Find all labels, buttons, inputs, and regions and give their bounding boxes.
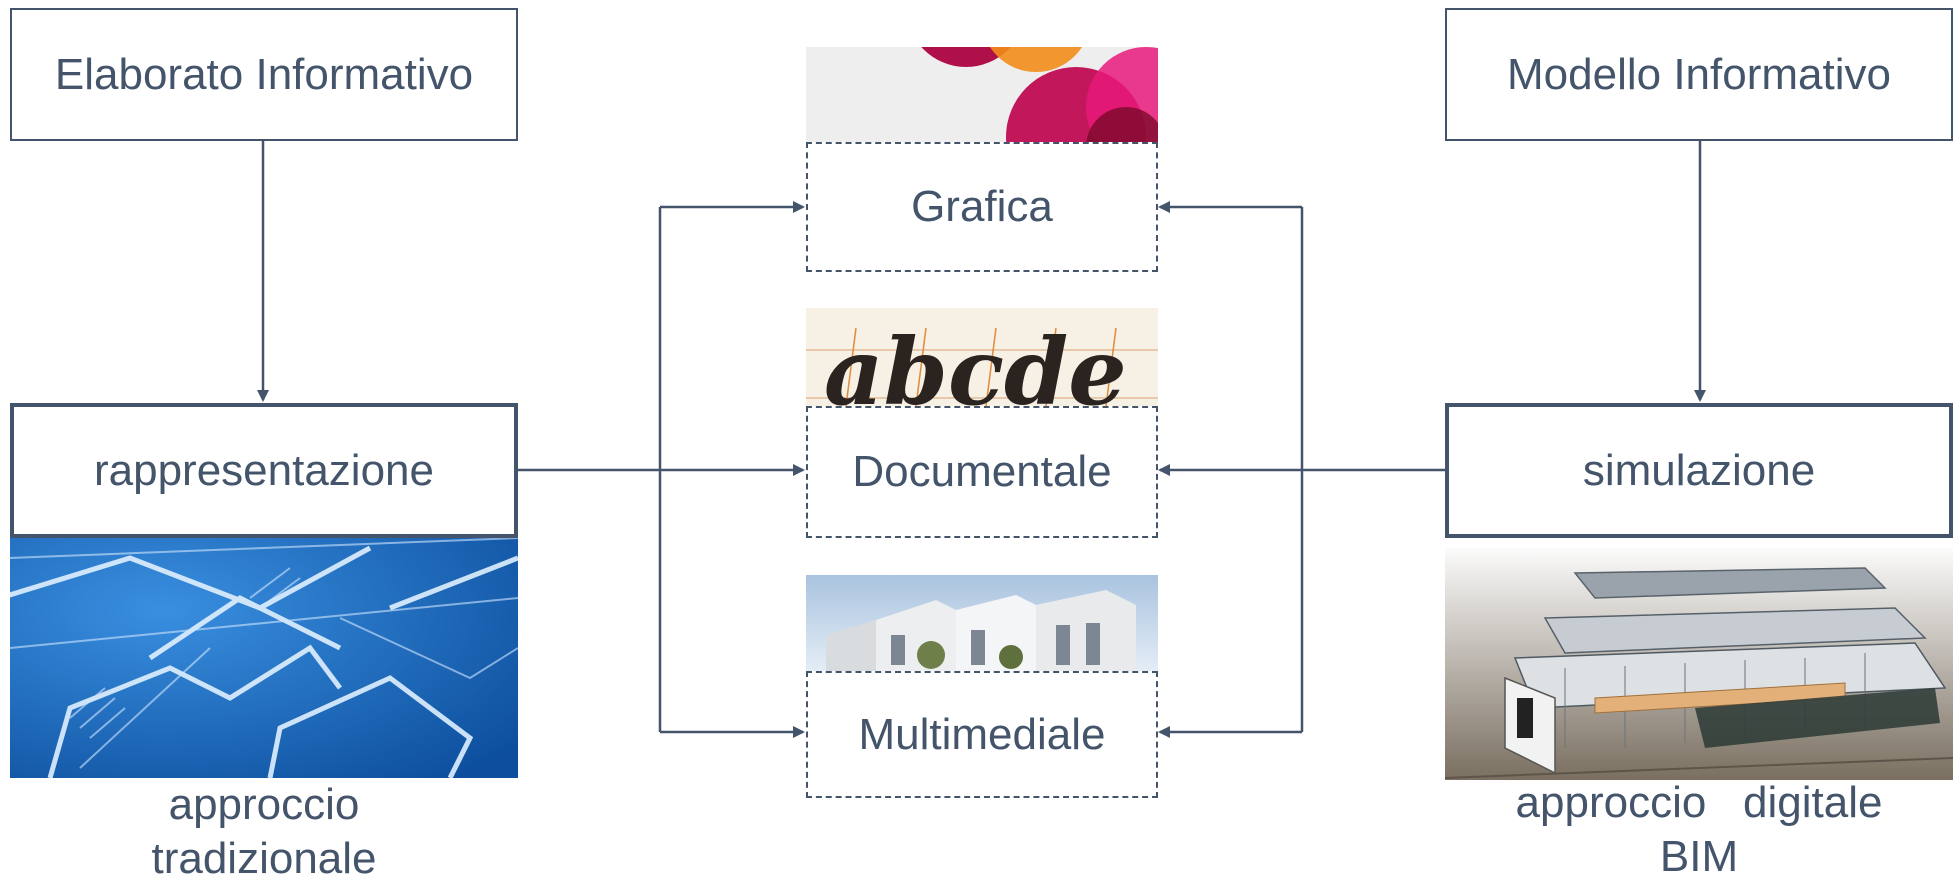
caption-right-line2: BIM: [1659, 832, 1739, 881]
grafica-label: Grafica: [911, 182, 1053, 231]
calligraphy-glyphs: abcde: [824, 318, 1127, 406]
documentale-label: Documentale: [852, 447, 1112, 496]
documentale-box: Documentale: [806, 406, 1158, 538]
building-photo-image: [806, 575, 1158, 671]
rappresentazione-box: rappresentazione: [10, 403, 518, 538]
simulazione-label: simulazione: [1582, 445, 1816, 495]
approccio-digitale-caption: approccio digitale BIM: [1445, 776, 1953, 884]
caption-right-line1: approccio digitale: [1515, 778, 1883, 827]
simulazione-box: simulazione: [1445, 403, 1953, 538]
multimediale-label: Multimediale: [858, 709, 1106, 759]
approccio-tradizionale-caption: approccio tradizionale: [10, 778, 518, 886]
bim-model-image: [1445, 548, 1953, 780]
modello-informativo-box: Modello Informativo: [1445, 8, 1953, 141]
modello-informativo-label: Modello Informativo: [1507, 49, 1891, 99]
grafica-box: Grafica: [806, 142, 1158, 272]
elaborato-informativo-box: Elaborato Informativo: [10, 8, 518, 141]
elaborato-informativo-label: Elaborato Informativo: [54, 49, 474, 99]
calligraphy-image: abcde: [806, 308, 1158, 406]
abstract-circles-image: [806, 47, 1158, 142]
blueprint-image: [10, 538, 518, 778]
rappresentazione-label: rappresentazione: [93, 445, 434, 495]
multimediale-box: Multimediale: [806, 671, 1158, 798]
caption-left-line1: approccio: [168, 780, 360, 829]
caption-left-line2: tradizionale: [151, 834, 377, 883]
